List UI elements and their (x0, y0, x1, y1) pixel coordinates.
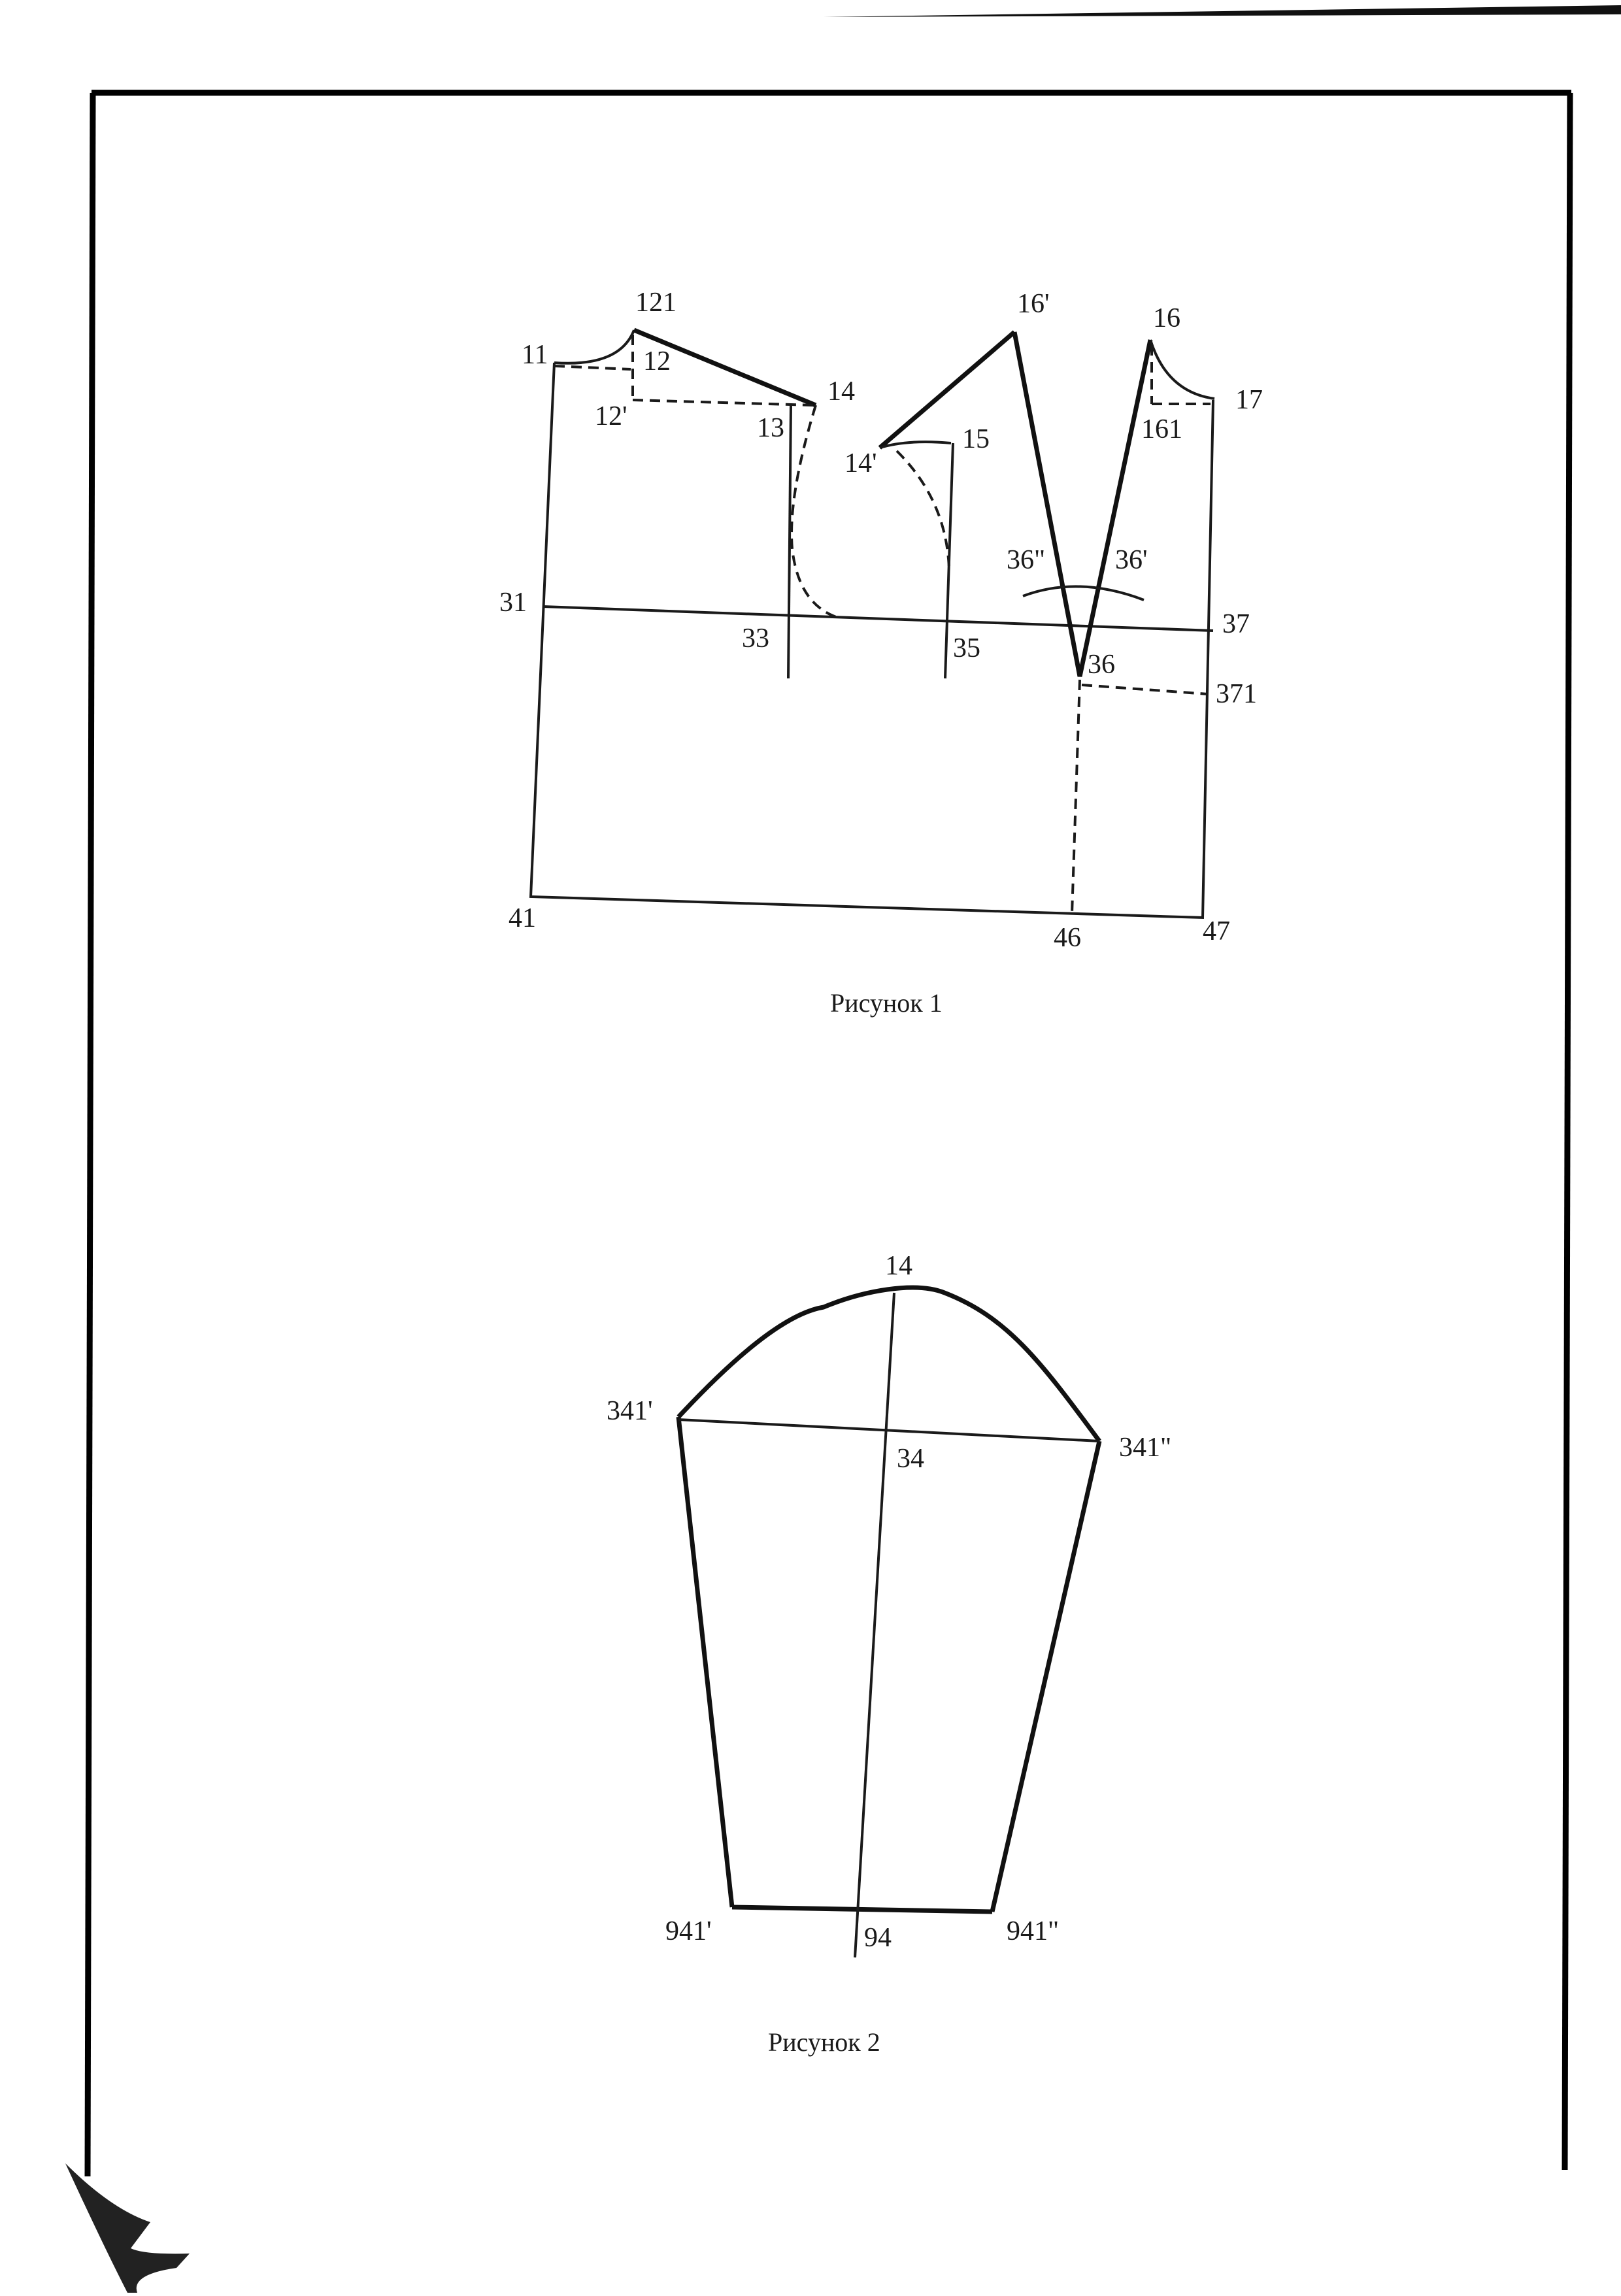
label-14: 14 (885, 1251, 912, 1281)
figure-1-caption: Рисунок 1 (830, 988, 943, 1018)
back-armhole-vertical (787, 405, 792, 679)
label-31: 31 (499, 588, 527, 618)
label-35: 35 (953, 633, 980, 663)
frame-left (84, 92, 96, 2177)
front-armhole-curve (895, 450, 950, 569)
label-33: 33 (742, 624, 769, 654)
back-shoulder-line (633, 327, 817, 408)
front-shoulder-line (878, 330, 1016, 450)
frame-right (1562, 92, 1573, 2171)
label-121: 121 (635, 288, 677, 318)
chest-line (542, 605, 1214, 632)
label-14-prime: 14' (844, 448, 877, 478)
sleeve-center-line (854, 1292, 895, 1958)
label-34: 34 (897, 1444, 924, 1474)
bust-dart (1012, 331, 1153, 677)
page-frame (65, 5, 1621, 2293)
shoulder-level-dash (632, 399, 814, 407)
label-341-prime: 341' (607, 1396, 653, 1426)
label-12-prime: 12' (595, 401, 627, 431)
back-armhole-curve (790, 405, 839, 619)
label-14: 14 (827, 376, 855, 407)
front-armhole-vertical (944, 442, 954, 679)
label-11: 11 (522, 340, 548, 370)
label-36: 36 (1088, 650, 1115, 680)
label-36-prime: 36' (1115, 545, 1148, 575)
neck-depth-dash (554, 365, 631, 371)
label-161: 161 (1141, 414, 1182, 444)
label-46: 46 (1054, 923, 1081, 953)
label-15: 15 (962, 424, 990, 454)
label-17: 17 (1235, 385, 1263, 415)
label-941-double-prime: 941" (1007, 1916, 1059, 1946)
back-neck-curve (554, 329, 635, 365)
scan-corner-mark (65, 2163, 190, 2293)
dart-level-dash (1081, 684, 1209, 695)
front-center-dash (1071, 679, 1081, 914)
label-47: 47 (1203, 916, 1230, 946)
figure-2-sleeve: 14 341' 34 341" 941' 94 941" Рисунок 2 (607, 1251, 1171, 2057)
label-41: 41 (509, 903, 536, 933)
label-12: 12 (643, 346, 671, 376)
label-94: 94 (864, 1923, 892, 1953)
bodice-outline (529, 362, 1214, 920)
figure-2-caption: Рисунок 2 (768, 2027, 880, 2057)
sleeve-hem (731, 1905, 993, 1914)
label-941-prime: 941' (665, 1916, 712, 1946)
dart-arc (1022, 585, 1145, 601)
label-37: 37 (1222, 609, 1250, 639)
label-16-prime: 16' (1017, 289, 1050, 319)
front-neck-curve (1149, 339, 1215, 400)
label-341-double-prime: 341" (1119, 1433, 1171, 1463)
sleeve-side-right (990, 1440, 1102, 1912)
biceps-line (678, 1418, 1100, 1442)
label-13: 13 (757, 413, 784, 443)
front-armhole-arc (879, 441, 952, 449)
scan-edge-mark (824, 5, 1621, 17)
sleeve-side-left (676, 1416, 735, 1908)
figure-1-bodice: 11 121 12 12' 13 14 14' 15 16' 16 161 17… (499, 288, 1263, 1018)
sleeve-cap-curve (677, 1285, 1101, 1443)
label-36-double-prime: 36" (1007, 545, 1045, 575)
label-371: 371 (1216, 679, 1257, 709)
label-16: 16 (1153, 303, 1180, 333)
